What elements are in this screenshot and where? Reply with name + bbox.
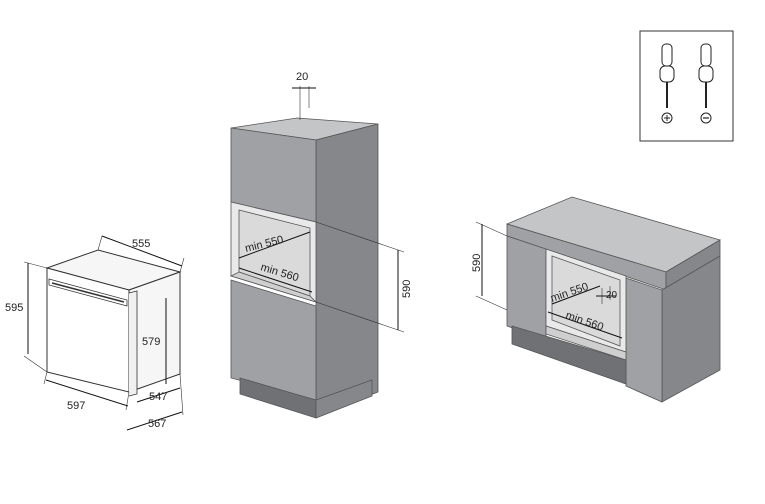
oven-depth-label: 555 bbox=[132, 238, 150, 250]
oven-control-strip bbox=[48, 278, 128, 307]
body-depth-dimension-line bbox=[136, 387, 181, 403]
under-counter-drawing bbox=[505, 196, 721, 403]
flathead-screwdriver-icon bbox=[698, 43, 714, 124]
cabinet-right-front bbox=[625, 277, 663, 403]
oven-handle bbox=[51, 282, 125, 303]
oven-total-depth-label: 567 bbox=[148, 418, 166, 430]
tall-cabinet-niche-floor bbox=[229, 271, 317, 303]
oven-drawing bbox=[45, 249, 182, 397]
phillips-screwdriver-icon bbox=[659, 43, 675, 124]
under-counter-width-dimension-line bbox=[547, 311, 623, 339]
oven-inner-height-label: 579 bbox=[142, 336, 160, 348]
tool-legend bbox=[639, 30, 734, 142]
under-counter-niche-height-label: 590 bbox=[471, 254, 483, 272]
tall-cabinet-gap-label: 20 bbox=[296, 71, 308, 83]
niche-width-dimension-line bbox=[238, 267, 313, 293]
under-counter-depth-dimension-line bbox=[551, 285, 601, 305]
oven-width-label: 597 bbox=[67, 400, 85, 412]
oven-door-edge bbox=[128, 290, 138, 397]
oven-body-depth-label: 547 bbox=[149, 391, 167, 403]
tall-cabinet-niche-height-label: 590 bbox=[401, 280, 413, 298]
tall-cabinet-plinth-side bbox=[315, 379, 373, 419]
oven-dimensions: 555 595 579 597 547 567 bbox=[5, 235, 185, 431]
under-counter-gap-label: 20 bbox=[606, 290, 618, 301]
under-counter-niche-back bbox=[551, 255, 621, 347]
legend-box bbox=[639, 30, 734, 142]
oven-front-face bbox=[46, 267, 130, 393]
total-depth-dimension-line bbox=[126, 411, 183, 431]
depth-dimension-line bbox=[101, 235, 183, 267]
tall-cabinet-drawing bbox=[229, 117, 379, 419]
under-counter-plinth bbox=[511, 325, 627, 385]
tall-cabinet-side bbox=[315, 123, 379, 417]
cabinet-left-front bbox=[506, 235, 547, 341]
niche-depth-dimension-line bbox=[238, 231, 311, 259]
oven-height-label: 595 bbox=[5, 302, 23, 314]
under-counter-niche-floor bbox=[545, 325, 627, 361]
width-dimension-line bbox=[45, 379, 129, 407]
